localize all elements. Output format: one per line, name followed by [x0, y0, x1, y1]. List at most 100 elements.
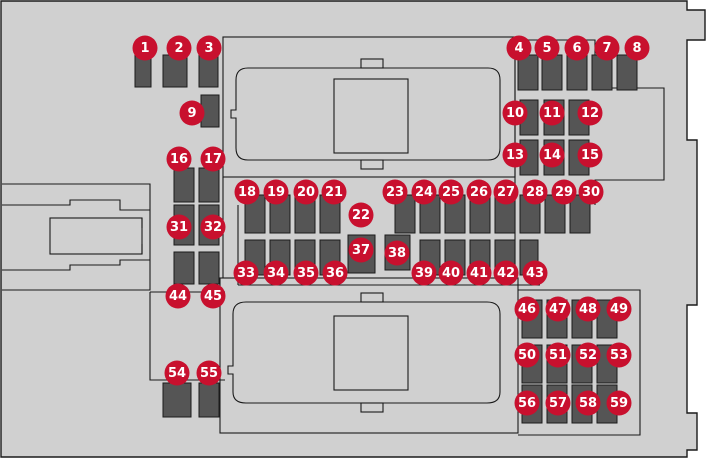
fuse-number: 4: [514, 41, 523, 56]
fuse-badge: 1: [132, 35, 158, 61]
fuse-number: 27: [497, 185, 515, 200]
fuse-badge: 5: [534, 35, 560, 61]
fuse-slot: [198, 167, 220, 203]
fuse-badge: 3: [196, 35, 222, 61]
upper-relay-tab-top: [360, 58, 384, 69]
fuse-badge-circle: [539, 100, 565, 126]
fuse-badge: 4: [506, 35, 532, 61]
fuse-badge: 22: [348, 202, 374, 228]
fuse-slot: [162, 382, 192, 418]
fuse-number: 44: [169, 289, 187, 304]
fuse-badge-circle: [164, 360, 190, 386]
fuse-number: 53: [610, 348, 628, 363]
fuse-badge: 12: [577, 100, 603, 126]
fuse-number: 7: [602, 41, 611, 56]
fuse-number: 57: [549, 396, 567, 411]
fuse-number: 28: [526, 185, 544, 200]
fuse-badge-circle: [594, 35, 620, 61]
fuse-number: 36: [326, 266, 344, 281]
fuse-badge-circle: [200, 283, 226, 309]
upper-relay-tab-bottom: [360, 159, 384, 170]
fuse-number: 25: [442, 185, 460, 200]
fuse-badge: 51: [545, 342, 571, 368]
upper-relay-block: [333, 78, 409, 154]
fuse-badge: 32: [200, 214, 226, 240]
fuse-badge-circle: [263, 260, 289, 286]
lower-relay-tab-bottom: [360, 402, 384, 413]
fuse-badge: 28: [522, 179, 548, 205]
fuse-badge-circle: [166, 35, 192, 61]
fuse-badge: 10: [502, 100, 528, 126]
fuse-badge: 40: [438, 260, 464, 286]
fuse-badge: 59: [606, 390, 632, 416]
fuse-badge: 11: [539, 100, 565, 126]
left-connector: [2, 183, 151, 291]
fuse-badge-circle: [514, 296, 540, 322]
left-connector-lower-edge: [2, 259, 150, 271]
fuse-badge-circle: [348, 202, 374, 228]
fuse-number: 2: [174, 41, 183, 56]
fuse-badge-circle: [606, 296, 632, 322]
fuse-badge-circle: [534, 35, 560, 61]
right-panel-outline: [515, 39, 665, 205]
fuse-badge-circle: [263, 179, 289, 205]
fuse-badge-circle: [438, 179, 464, 205]
fuse-number: 47: [549, 302, 567, 317]
fuse-badge-circle: [293, 179, 319, 205]
fuse-badge-circle: [321, 179, 347, 205]
fuse-badge: 21: [321, 179, 347, 205]
fuse-number: 39: [415, 266, 433, 281]
fuse-badge-circle: [411, 260, 437, 286]
fuse-badge: 49: [606, 296, 632, 322]
fuse-badge: 55: [196, 360, 222, 386]
lower-relay-outline: [227, 301, 501, 404]
fuse-badge: 29: [551, 179, 577, 205]
fuse-badge: 25: [438, 179, 464, 205]
fuse-number: 35: [297, 266, 315, 281]
fuse-badge-circle: [384, 240, 410, 266]
fuse-number: 14: [543, 148, 561, 163]
fuse-badge: 24: [411, 179, 437, 205]
fuse-badge: 6: [564, 35, 590, 61]
fuse-badge: 15: [577, 142, 603, 168]
fuse-number: 10: [506, 106, 524, 121]
fuse-number: 46: [518, 302, 536, 317]
fuse-badge: 54: [164, 360, 190, 386]
fuse-badge: 23: [382, 179, 408, 205]
fuse-badge-circle: [466, 260, 492, 286]
fuse-badge-circle: [545, 390, 571, 416]
fuse-badge-circle: [196, 360, 222, 386]
fuse-badge-circle: [166, 214, 192, 240]
upper-relay-outline: [230, 67, 501, 161]
fuse-badge-circle: [502, 100, 528, 126]
fuse-badge-circle: [293, 260, 319, 286]
fuse-badge: 14: [539, 142, 565, 168]
fuse-badge: 9: [179, 100, 205, 126]
fuse-badge: 20: [293, 179, 319, 205]
fuse-badge-circle: [606, 342, 632, 368]
fuse-badge-circle: [506, 35, 532, 61]
fuse-badge: 45: [200, 283, 226, 309]
fuse-badge: 41: [466, 260, 492, 286]
fuse-badge: 56: [514, 390, 540, 416]
fuse-badge-circle: [438, 260, 464, 286]
fuse-number: 24: [415, 185, 433, 200]
fuse-number: 11: [543, 106, 561, 121]
fuse-number: 38: [388, 246, 406, 261]
fuse-badge: 35: [293, 260, 319, 286]
fuse-slot: [616, 54, 638, 91]
fuse-badge: 47: [545, 296, 571, 322]
fuse-number: 43: [526, 266, 544, 281]
fuse-badge-circle: [165, 283, 191, 309]
fuse-badge: 42: [493, 260, 519, 286]
fuse-number: 23: [386, 185, 404, 200]
fuse-badge: 30: [578, 179, 604, 205]
fuse-number: 22: [352, 208, 370, 223]
fuse-badge-circle: [411, 179, 437, 205]
fuse-badge-circle: [132, 35, 158, 61]
fuse-number: 32: [204, 220, 222, 235]
fuse-badge-circle: [200, 146, 226, 172]
fuse-badge-circle: [234, 179, 260, 205]
fuse-badge-circle: [382, 179, 408, 205]
fuse-badge: 38: [384, 240, 410, 266]
